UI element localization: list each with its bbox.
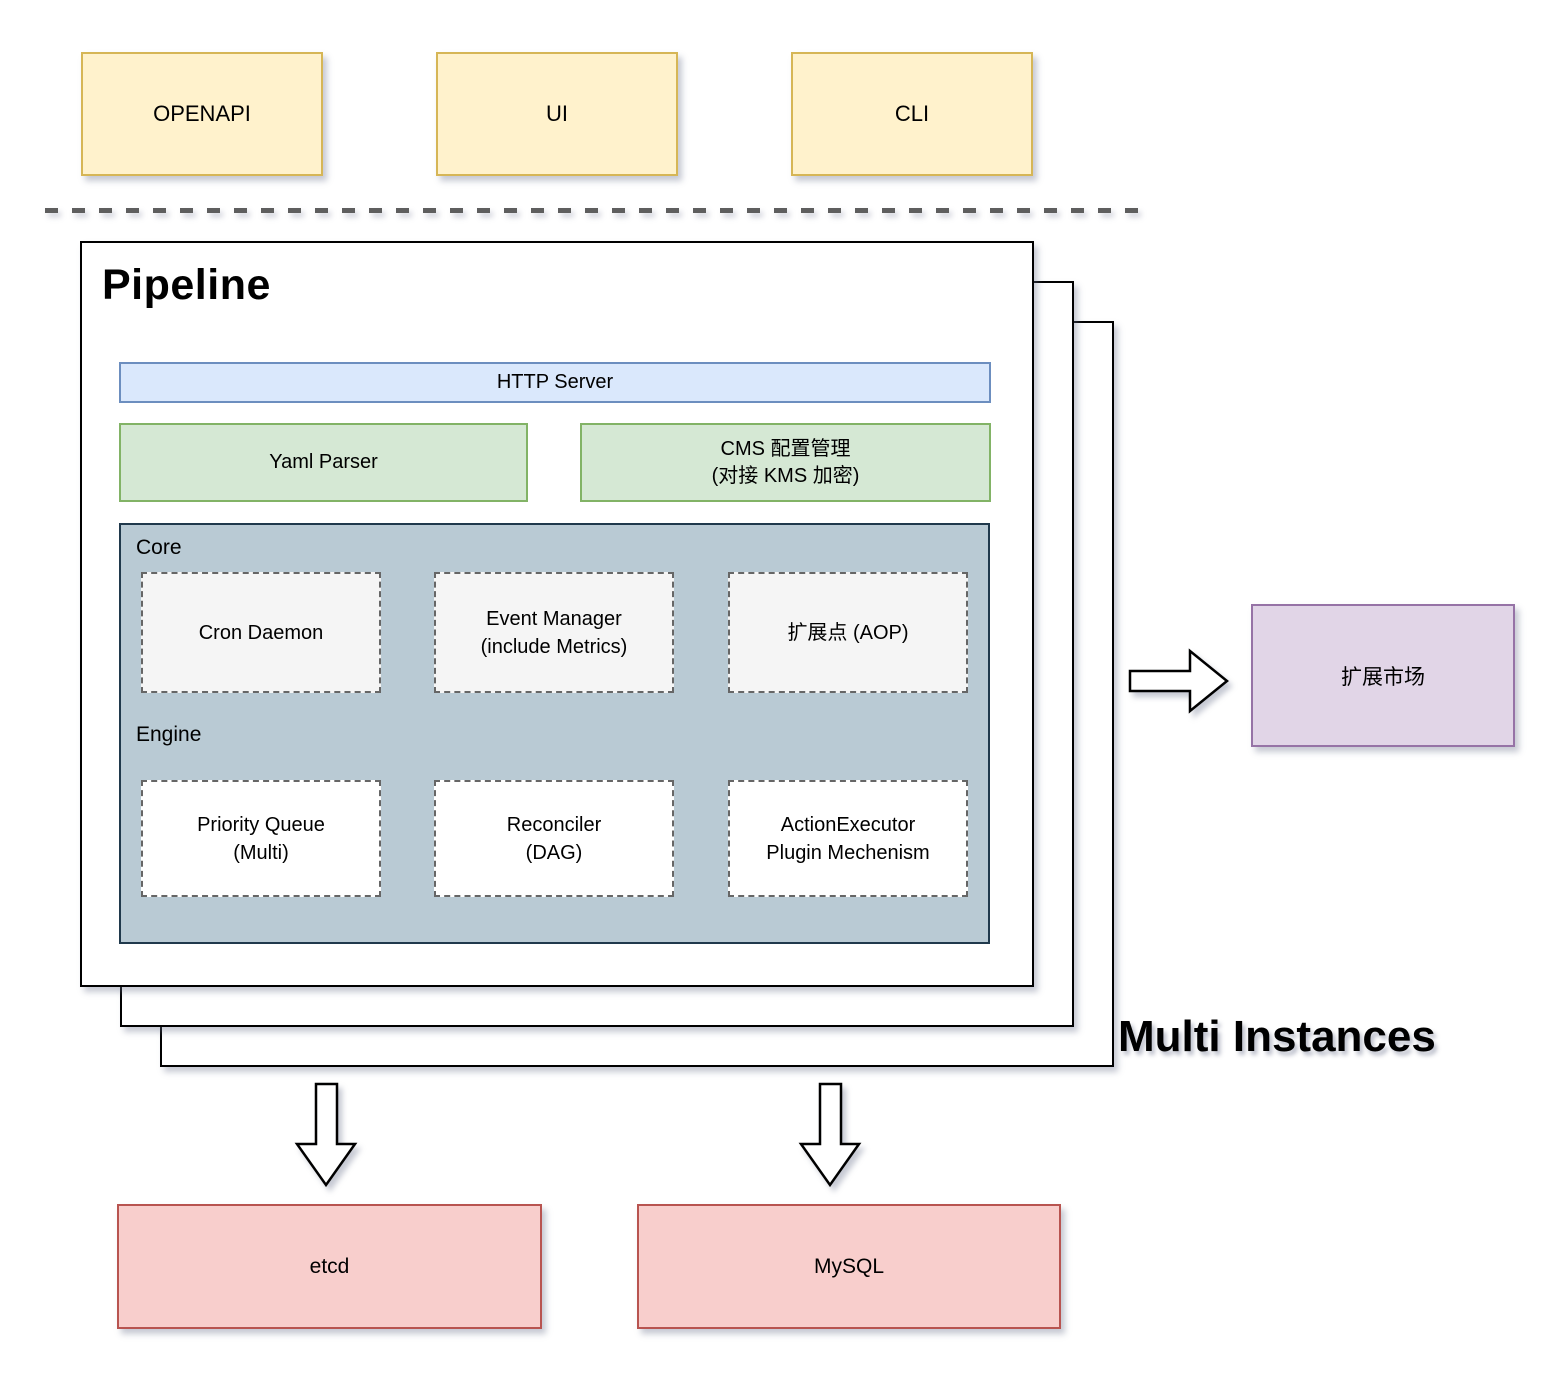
mysql-label: MySQL	[813, 1254, 884, 1278]
yaml-parser-label: Yaml Parser	[269, 451, 378, 473]
action-executor-box: ActionExecutor Plugin Mechenism	[728, 780, 968, 897]
cron-daemon-label: Cron Daemon	[198, 621, 324, 644]
priority-queue-box: Priority Queue (Multi)	[141, 780, 381, 897]
event-manager-box: Event Manager (include Metrics)	[434, 572, 674, 693]
client-box-ui: UI	[436, 52, 678, 176]
etcd-label: etcd	[309, 1254, 350, 1278]
pipeline-title: Pipeline	[102, 261, 271, 309]
engine-zone-label: Engine	[136, 723, 202, 746]
event-manager-label: Event Manager (include Metrics)	[480, 607, 628, 658]
client-label-cli: CLI	[894, 101, 930, 126]
core-engine-container: Core Cron Daemon Event Manager (include …	[119, 523, 990, 944]
pipeline-box: Pipeline HTTP Server Yaml Parser CMS 配置管…	[80, 241, 1034, 987]
down-arrow-etcd-icon	[294, 1082, 358, 1188]
dashed-separator-line	[45, 208, 1141, 213]
client-box-openapi: OPENAPI	[81, 52, 323, 176]
cms-config-box: CMS 配置管理 (对接 KMS 加密)	[580, 423, 991, 502]
core-zone-label: Core	[136, 536, 182, 559]
client-label-openapi: OPENAPI	[153, 101, 251, 126]
reconciler-label: Reconciler (DAG)	[506, 813, 602, 864]
extension-point-aop-label: 扩展点 (AOP)	[787, 621, 909, 644]
priority-queue-label: Priority Queue (Multi)	[197, 813, 325, 864]
mysql-box: MySQL	[637, 1204, 1061, 1329]
right-arrow-icon	[1128, 648, 1229, 714]
extension-point-aop-box: 扩展点 (AOP)	[728, 572, 968, 693]
extension-marketplace-label: 扩展市场	[1341, 665, 1425, 689]
etcd-box: etcd	[117, 1204, 542, 1329]
http-server-box: HTTP Server	[119, 362, 991, 403]
multi-instances-label: Multi Instances	[1118, 1012, 1436, 1061]
yaml-parser-box: Yaml Parser	[119, 423, 528, 502]
reconciler-box: Reconciler (DAG)	[434, 780, 674, 897]
http-server-label: HTTP Server	[496, 371, 614, 393]
client-label-ui: UI	[546, 101, 568, 126]
client-box-cli: CLI	[791, 52, 1033, 176]
extension-marketplace-box: 扩展市场	[1251, 604, 1515, 747]
action-executor-label: ActionExecutor Plugin Mechenism	[766, 813, 930, 864]
cms-config-label: CMS 配置管理 (对接 KMS 加密)	[711, 437, 860, 487]
down-arrow-mysql-icon	[798, 1082, 862, 1188]
cron-daemon-box: Cron Daemon	[141, 572, 381, 693]
